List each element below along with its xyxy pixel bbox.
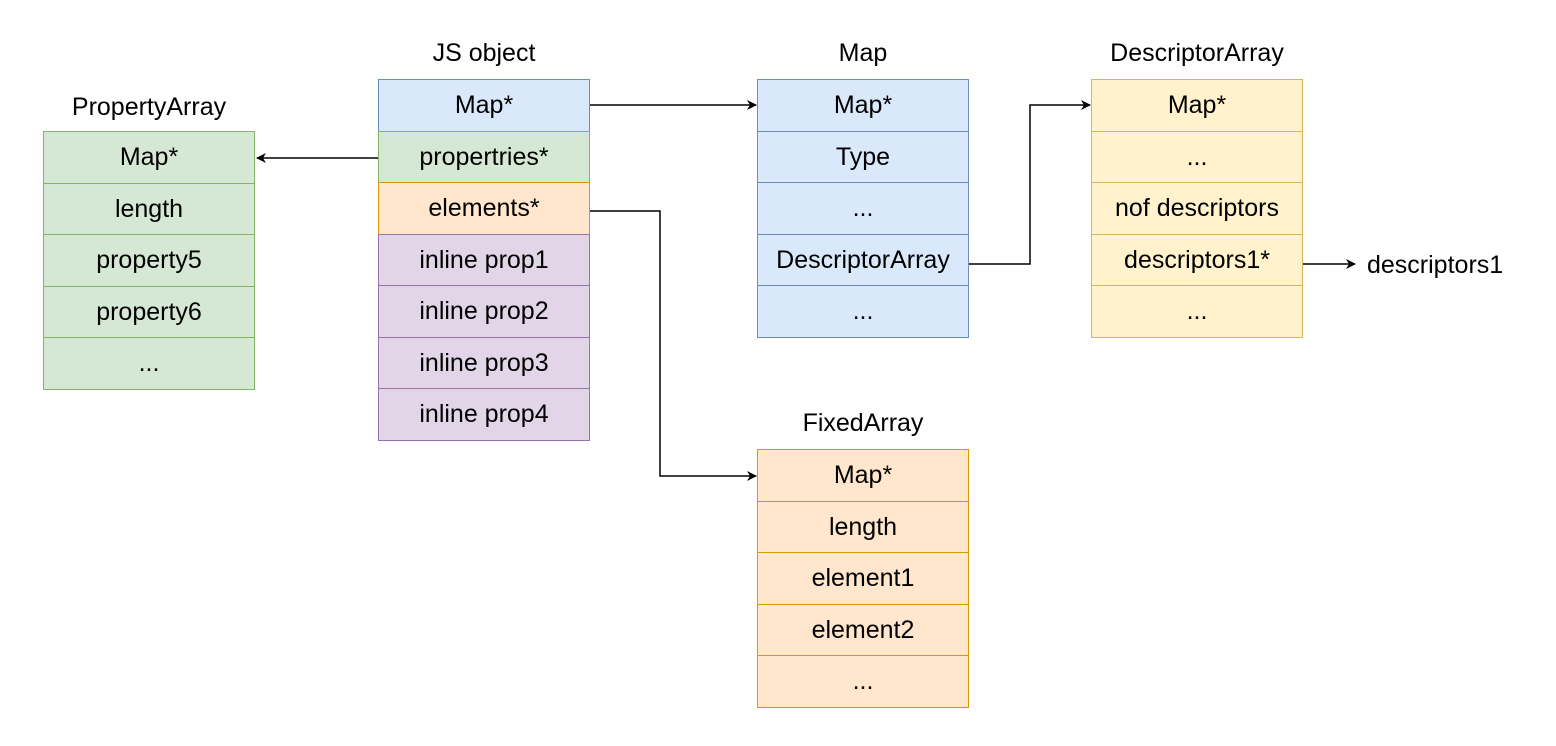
js-object-title: JS object bbox=[432, 39, 536, 67]
arrow-elements-to-fixed-array bbox=[590, 210, 757, 481]
property-array-cell-map: Map* bbox=[43, 131, 255, 184]
descriptors1-label: descriptors1 bbox=[1367, 251, 1504, 279]
js-object-cell-inline-prop4: inline prop4 bbox=[378, 388, 590, 441]
js-object-cell-properties: propertries* bbox=[378, 130, 590, 184]
js-object-cell-inline-prop3: inline prop3 bbox=[378, 336, 590, 390]
fixed-array-block: Map* length element1 element2 ... bbox=[757, 449, 969, 708]
js-object-cell-elements: elements* bbox=[378, 182, 590, 235]
descriptor-array-title: DescriptorArray bbox=[1110, 39, 1284, 67]
descriptor-array-cell-ellipsis-2: ... bbox=[1091, 285, 1303, 338]
map-cell-type: Type bbox=[757, 130, 969, 184]
fixed-array-cell-ellipsis: ... bbox=[757, 655, 969, 708]
property-array-cell-ellipsis: ... bbox=[43, 337, 255, 390]
js-object-block: Map* propertries* elements* inline prop1… bbox=[378, 79, 590, 441]
map-cell-map: Map* bbox=[757, 79, 969, 132]
descriptor-array-block: Map* ... nof descriptors descriptors1* .… bbox=[1091, 79, 1303, 338]
map-title: Map bbox=[838, 39, 888, 67]
property-array-title: PropertyArray bbox=[71, 93, 227, 121]
map-cell-descriptor-array: DescriptorArray bbox=[757, 233, 969, 287]
fixed-array-title: FixedArray bbox=[802, 409, 924, 437]
js-object-cell-inline-prop1: inline prop1 bbox=[378, 233, 590, 287]
js-object-cell-map: Map* bbox=[378, 79, 590, 132]
fixed-array-cell-map: Map* bbox=[757, 449, 969, 502]
property-array-block: Map* length property5 property6 ... bbox=[43, 131, 255, 390]
descriptor-array-cell-map: Map* bbox=[1091, 79, 1303, 132]
fixed-array-cell-element1: element1 bbox=[757, 552, 969, 605]
descriptor-array-cell-nof-descriptors: nof descriptors bbox=[1091, 182, 1303, 235]
map-cell-ellipsis-2: ... bbox=[757, 285, 969, 338]
descriptor-array-cell-descriptors1: descriptors1* bbox=[1091, 233, 1303, 287]
arrow-map-to-descriptor-array bbox=[969, 100, 1091, 265]
map-block: Map* Type ... DescriptorArray ... bbox=[757, 79, 969, 338]
fixed-array-cell-length: length bbox=[757, 500, 969, 554]
map-cell-ellipsis-1: ... bbox=[757, 182, 969, 235]
descriptor-array-cell-ellipsis-1: ... bbox=[1091, 130, 1303, 184]
